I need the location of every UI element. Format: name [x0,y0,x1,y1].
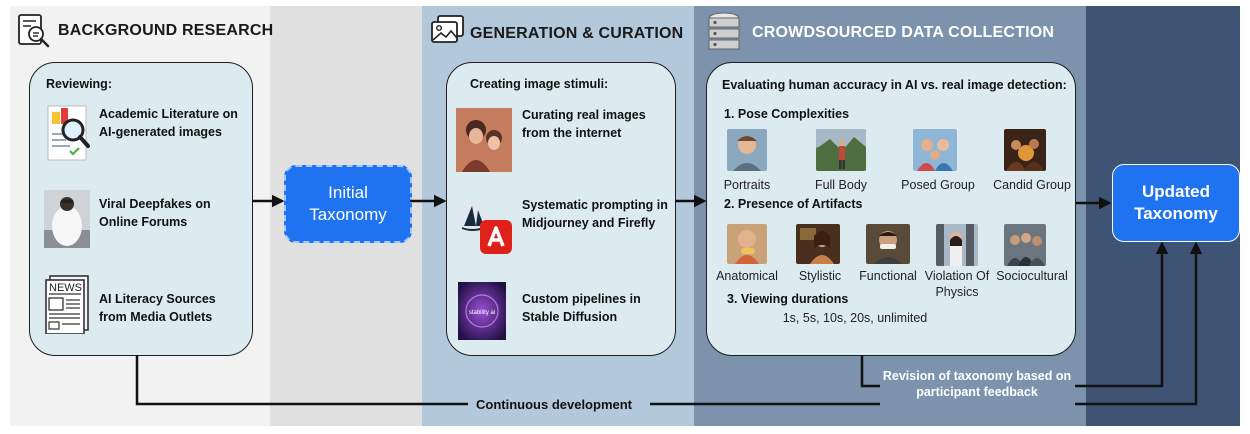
artifact-caption-sociocultural: Sociocultural [996,269,1068,283]
initial-taxonomy-box: Initial Taxonomy [284,165,412,243]
research-document-icon [18,14,50,48]
posed-group-thumbnail-icon [913,129,957,171]
creating-item-prompting: Systematic prompting in Midjourney and F… [522,198,668,230]
pose-heading: 1. Pose Complexities [724,107,850,121]
line-continuous-left [135,355,468,406]
newspaper-icon-label: NEWS [49,282,82,294]
stability-ai-logo-icon: stability ai [458,282,506,340]
line-revision-from-evaluating [860,355,880,388]
anatomical-thumbnail-icon [727,224,767,264]
durations-values: 1s, 5s, 10s, 20s, unlimited [782,311,928,325]
updated-taxonomy-box: Updated Taxonomy [1112,164,1240,242]
evaluating-panel [706,62,1076,356]
evaluating-title: Evaluating human accuracy in AI vs. real… [722,78,1067,92]
initial-taxonomy-label: Initial Taxonomy [309,183,387,224]
section-title-crowdsourced: CROWDSOURCED DATA COLLECTION [752,24,1055,41]
pose-caption-posed-group: Posed Group [901,178,975,192]
portraits-thumbnail-icon [727,129,767,171]
revision-label: Revision of taxonomy based on participan… [882,369,1072,399]
artifact-caption-anatomical: Anatomical [716,269,778,283]
artifact-caption-functional: Functional [859,269,917,283]
section-title-generation: GENERATION & CURATION [470,25,684,42]
stylistic-thumbnail-icon [796,224,840,264]
reviewing-item-literacy: AI Literacy Sources from Media Outlets [99,292,216,324]
creating-item-pipelines: Custom pipelines in Stable Diffusion [522,292,641,324]
stability-ai-logo-text: stability ai [469,310,495,316]
artifact-caption-stylistic: Stylistic [798,269,842,283]
magnifier-chart-icon [47,105,90,161]
deepfake-photo-icon [44,190,90,248]
line-continuous-to-updated [1075,241,1203,406]
continuous-development-label: Continuous development [476,397,632,412]
image-gallery-icon [431,15,464,43]
candid-group-thumbnail-icon [1004,129,1046,171]
midjourney-firefly-logo-icon [456,202,512,254]
reviewing-item-academic: Academic Literature on AI-generated imag… [99,107,238,139]
reviewing-item-deepfakes: Viral Deepfakes on Online Forums [99,197,211,229]
full-body-thumbnail-icon [816,129,866,171]
violation-of-physics-thumbnail-icon [936,224,978,266]
newspaper-icon: NEWS [45,275,89,334]
creating-item-curating: Curating real images from the internet [522,108,646,140]
durations-heading: 3. Viewing durations [727,292,849,306]
pose-caption-portraits: Portraits [723,178,771,192]
section-title-background-research: BACKGROUND RESEARCH [58,22,274,39]
updated-taxonomy-label: Updated Taxonomy [1134,182,1218,223]
creating-title: Creating image stimuli: [470,77,609,91]
reviewing-title: Reviewing: [46,77,112,91]
line-revision-to-updated [1075,241,1169,388]
sociocultural-thumbnail-icon [1004,224,1046,266]
pose-caption-candid-group: Candid Group [993,178,1071,192]
pose-caption-full-body: Full Body [814,178,868,192]
vintage-photo-icon [456,108,512,172]
functional-thumbnail-icon [866,224,910,264]
artifact-caption-violation-of-physics: Violation Of Physics [924,269,990,299]
database-icon [708,12,740,50]
artifacts-heading: 2. Presence of Artifacts [724,197,863,211]
